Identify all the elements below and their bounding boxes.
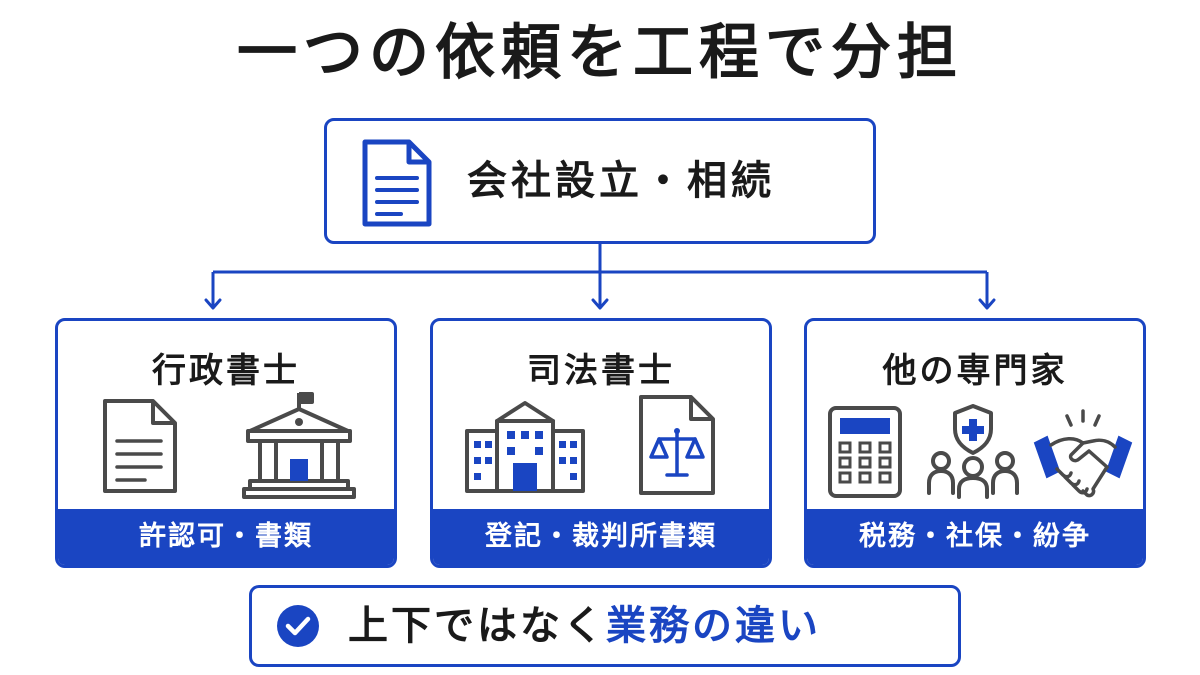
arrow-right [978, 298, 996, 310]
calculator-icon [828, 406, 902, 498]
card-title: 他の専門家 [882, 351, 1068, 391]
conclusion-box: 上下ではなく業務の違い [249, 585, 961, 667]
arrow-center [591, 298, 609, 310]
legal-document-scales-icon [639, 395, 715, 495]
page-title: 一つの依頼を工程で分担 [237, 18, 963, 88]
conclusion-highlight: 業務の違い [606, 603, 821, 649]
card-footer: 税務・社保・紛争 [807, 509, 1143, 565]
card-gyosei-shoshi: 行政書士 許認可・書類 [55, 318, 397, 568]
card-title: 司法書士 [527, 351, 675, 391]
card-other-specialists: 他の専門家 [804, 318, 1146, 568]
insurance-people-icon [927, 404, 1019, 499]
card-title: 行政書士 [152, 351, 300, 391]
card-shiho-shoshi: 司法書士 登記・裁判所書類 [430, 318, 772, 568]
arrow-left [204, 298, 222, 310]
document-icon [103, 399, 177, 493]
government-building-icon [242, 392, 356, 499]
check-circle-icon [277, 605, 319, 647]
conclusion-plain: 上下ではなく [348, 603, 606, 649]
card-footer: 登記・裁判所書類 [433, 509, 769, 565]
conclusion-text: 上下ではなく業務の違い [348, 588, 821, 664]
request-label: 会社設立・相続 [467, 158, 775, 204]
card-footer: 許認可・書類 [58, 509, 394, 565]
handshake-icon [1033, 409, 1133, 498]
request-box: 会社設立・相続 [324, 118, 876, 244]
document-icon [362, 139, 432, 227]
office-building-icon [465, 401, 585, 493]
